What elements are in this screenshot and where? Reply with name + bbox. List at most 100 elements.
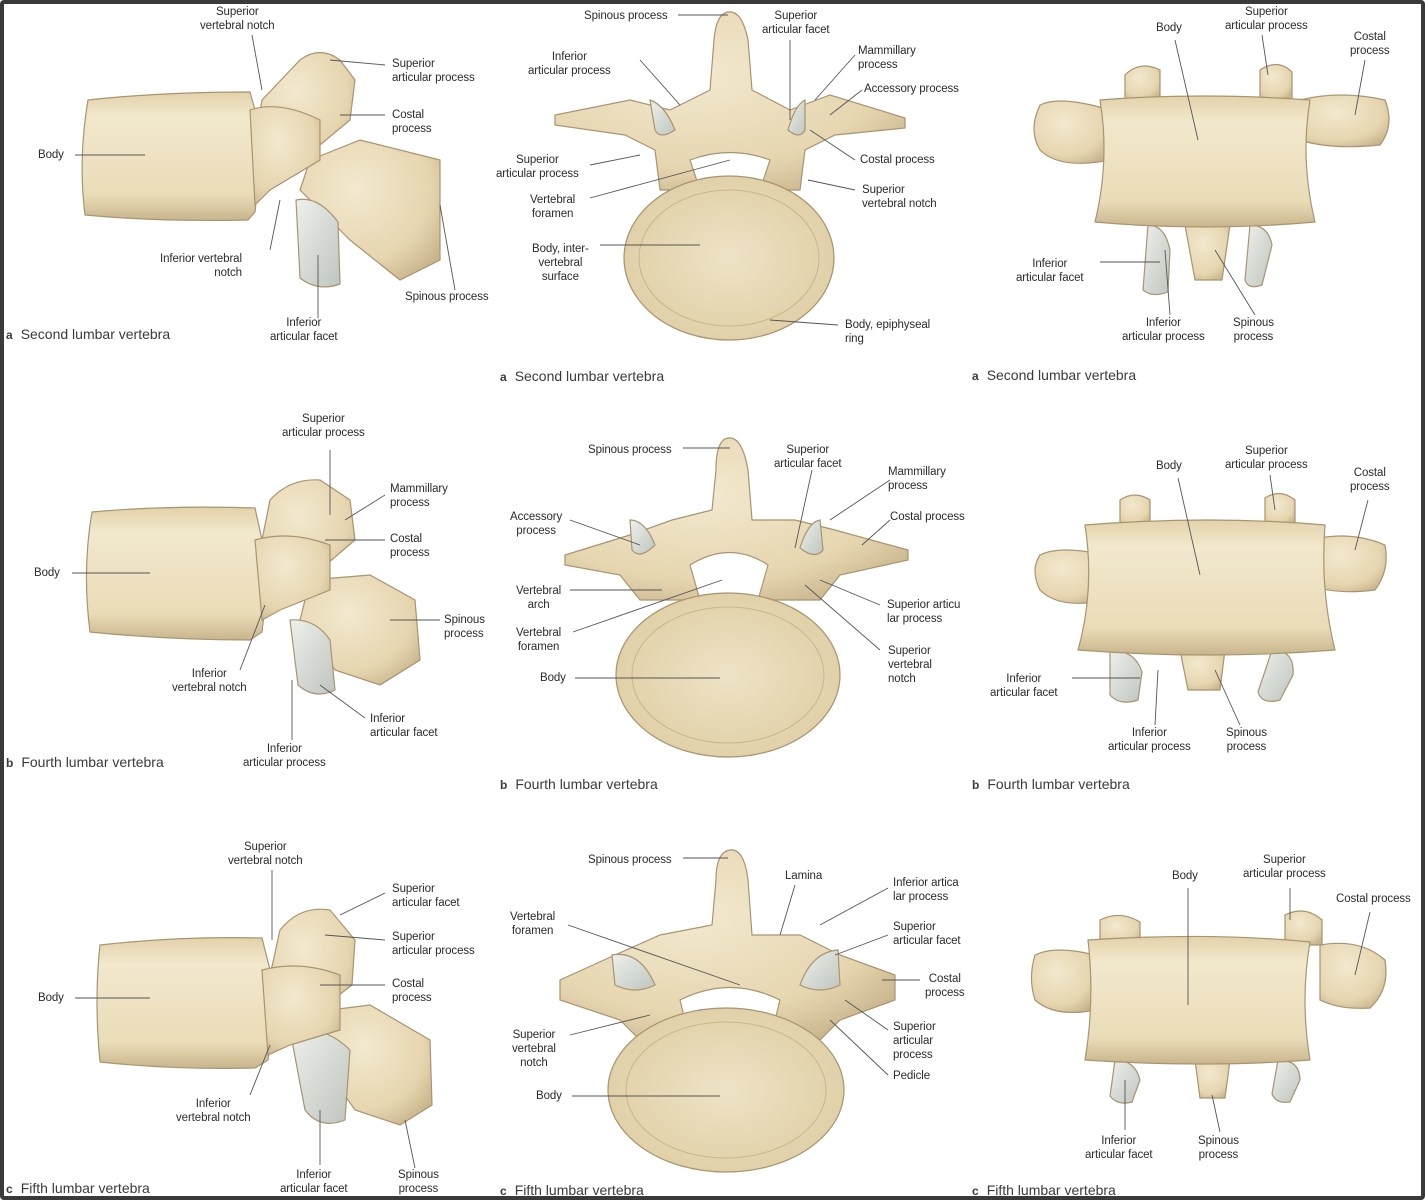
r1c3-label-costal-process: Costal process: [1350, 31, 1390, 57]
r3c2-label-vertebral-foramen: Vertebral foramen: [510, 911, 556, 937]
r1c2-label-superior-vertebral-notch: Superior vertebral notch: [862, 184, 937, 210]
r1c2-label-vertebral-foramen: Vertebral foramen: [530, 194, 576, 220]
leader-lines: [72, 14, 1371, 1169]
r3c3-label-costal-process: Costal process: [1336, 893, 1411, 905]
r2c2-superior-vertebra: [564, 437, 909, 758]
r1c2-label-mammillary-process: Mammillary process: [858, 45, 916, 71]
r1c2-caption-letter: a: [500, 370, 507, 384]
r3c2-label-superior-vertebral-notch: Superior vertebral notch: [512, 1029, 556, 1069]
r3c2-label-superior-articular-process: Superior articular process: [893, 1021, 936, 1061]
r3c3-label-superior-articular-process: Superior articular process: [1243, 854, 1326, 880]
r3c3-caption-text: Fifth lumbar vertebra: [986, 1182, 1116, 1198]
r3c3-label-inferior-articular-facet: Inferior articular facet: [1085, 1135, 1153, 1161]
r3c2-superior-vertebra: [559, 849, 896, 1173]
r2c3-posterior-vertebra: [1034, 492, 1387, 703]
r1c2-label-body-epiphyseal-ring: Body, epiphyseal ring: [845, 319, 931, 345]
r2c3-label-costal-process: Costal process: [1350, 467, 1390, 493]
r3c2-label-pedicle: Pedicle: [893, 1070, 931, 1082]
r3c3-caption: c Fifth lumbar vertebra: [972, 1182, 1116, 1198]
r2c2-label-vertebral-foramen: Vertebral foramen: [516, 627, 562, 653]
r1c1-label-costal-process: Costal process: [392, 109, 432, 135]
r3c2-label-lamina: Lamina: [785, 870, 823, 882]
r3c1-caption-text: Fifth lumbar vertebra: [20, 1180, 150, 1196]
r1c3-caption-letter: a: [972, 369, 979, 383]
r2c2-label-mammillary-process: Mammillary process: [888, 466, 946, 492]
r3c3-caption-letter: c: [972, 1184, 979, 1198]
r2c1-caption-text: Fourth lumbar vertebra: [21, 754, 164, 770]
r1c1-label-inferior-vertebral-notch: Inferior vertebral notch: [160, 253, 242, 279]
r1c2-label-accessory-process: Accessory process: [864, 83, 959, 95]
r1c2-superior-vertebra: [554, 11, 906, 341]
r1c2-label-body-intervertebral-surface: Body, inter- vertebral surface: [532, 243, 589, 283]
r3c3-label-spinous-process: Spinous process: [1198, 1135, 1239, 1161]
r2c2-label-superior-vertebral-notch: Superior vertebral notch: [888, 645, 932, 685]
r2c2-label-body: Body: [540, 672, 566, 684]
r1c3-caption-text: Second lumbar vertebra: [986, 367, 1137, 383]
r2c2-label-superior-articular-process: Superior articu lar process: [887, 599, 961, 625]
r2c3-caption-letter: b: [972, 778, 980, 792]
r2c3-caption-text: Fourth lumbar vertebra: [987, 776, 1130, 792]
r1c2-label-inferior-articular-process: Inferior articular process: [528, 51, 611, 77]
r1c1-caption: a Second lumbar vertebra: [6, 326, 170, 342]
r2c3-label-spinous-process: Spinous process: [1226, 727, 1267, 753]
r3c1-lateral-vertebra: [96, 908, 433, 1126]
r1c1-label-spinous-process: Spinous process: [405, 291, 489, 303]
r1c3-label-superior-articular-process: Superior articular process: [1225, 6, 1308, 32]
r3c2-label-inferior-articular-process: Inferior artica lar process: [893, 877, 959, 903]
r3c1-label-spinous-process: Spinous process: [398, 1169, 439, 1195]
r2c1-label-inferior-articular-facet: Inferior articular facet: [370, 713, 438, 739]
r2c2-label-vertebral-arch: Vertebral arch: [516, 585, 562, 611]
r1c1-lateral-vertebra: [81, 51, 441, 288]
r1c1-label-inferior-articular-facet: Inferior articular facet: [270, 317, 338, 343]
r2c3-label-inferior-articular-facet: Inferior articular facet: [990, 673, 1058, 699]
r3c2-label-costal-process: Costal process: [925, 973, 965, 999]
r3c1-caption: c Fifth lumbar vertebra: [6, 1180, 150, 1196]
r1c1-caption-letter: a: [6, 328, 13, 342]
r3c1-label-superior-articular-process: Superior articular process: [392, 931, 475, 957]
r3c2-label-superior-articular-facet: Superior articular facet: [893, 921, 961, 947]
r3c1-label-body: Body: [38, 992, 64, 1004]
r3c1-label-inferior-articular-facet: Inferior articular facet: [280, 1169, 348, 1195]
r2c1-label-inferior-articular-process: Inferior articular process: [243, 743, 326, 769]
r2c1-label-superior-articular-process: Superior articular process: [282, 413, 365, 439]
r1c2-label-superior-articular-facet: Superior articular facet: [762, 10, 830, 36]
r3c2-caption-letter: c: [500, 1184, 507, 1198]
r3c2-caption-text: Fifth lumbar vertebra: [514, 1182, 644, 1198]
r1c3-label-inferior-articular-process: Inferior articular process: [1122, 317, 1205, 343]
r1c3-posterior-vertebra: [1033, 63, 1390, 296]
r2c2-caption-letter: b: [500, 778, 508, 792]
r1c2-label-superior-articular-process: Superior articular process: [496, 154, 579, 180]
r1c3-label-spinous-process: Spinous process: [1233, 317, 1274, 343]
r1c1-label-body: Body: [38, 149, 64, 161]
r3c1-label-superior-articular-facet: Superior articular facet: [392, 883, 460, 909]
r2c1-label-spinous-process: Spinous process: [444, 614, 485, 640]
r2c3-label-body: Body: [1156, 460, 1182, 472]
r3c2-label-spinous-process: Spinous process: [588, 854, 672, 866]
r3c1-label-inferior-vertebral-notch: Inferior vertebral notch: [176, 1098, 251, 1124]
r1c1-label-superior-vertebral-notch: Superior vertebral notch: [200, 6, 275, 32]
r2c2-label-spinous-process: Spinous process: [588, 444, 672, 456]
r2c3-label-superior-articular-process: Superior articular process: [1225, 445, 1308, 471]
r3c1-label-costal-process: Costal process: [392, 978, 432, 1004]
r2c1-label-mammillary-process: Mammillary process: [390, 483, 448, 509]
r2c2-label-superior-articular-facet: Superior articular facet: [774, 444, 842, 470]
r1c2-label-spinous-process: Spinous process: [584, 10, 668, 22]
r2c1-label-costal-process: Costal process: [390, 533, 430, 559]
r2c2-caption: b Fourth lumbar vertebra: [500, 776, 658, 792]
r1c3-label-inferior-articular-facet: Inferior articular facet: [1016, 258, 1084, 284]
r2c3-label-inferior-articular-process: Inferior articular process: [1108, 727, 1191, 753]
r1c3-caption: a Second lumbar vertebra: [972, 367, 1136, 383]
r2c3-caption: b Fourth lumbar vertebra: [972, 776, 1130, 792]
r2c1-label-body: Body: [34, 567, 60, 579]
r2c1-label-inferior-vertebral-notch: Inferior vertebral notch: [172, 668, 247, 694]
r1c1-caption-text: Second lumbar vertebra: [20, 326, 171, 342]
r1c3-label-body: Body: [1156, 22, 1182, 34]
r3c1-caption-letter: c: [6, 1182, 13, 1196]
r2c2-caption-text: Fourth lumbar vertebra: [515, 776, 658, 792]
r1c2-caption-text: Second lumbar vertebra: [514, 368, 665, 384]
r2c1-lateral-vertebra: [85, 479, 421, 695]
r3c2-label-body: Body: [536, 1090, 562, 1102]
r3c2-caption: c Fifth lumbar vertebra: [500, 1182, 644, 1198]
